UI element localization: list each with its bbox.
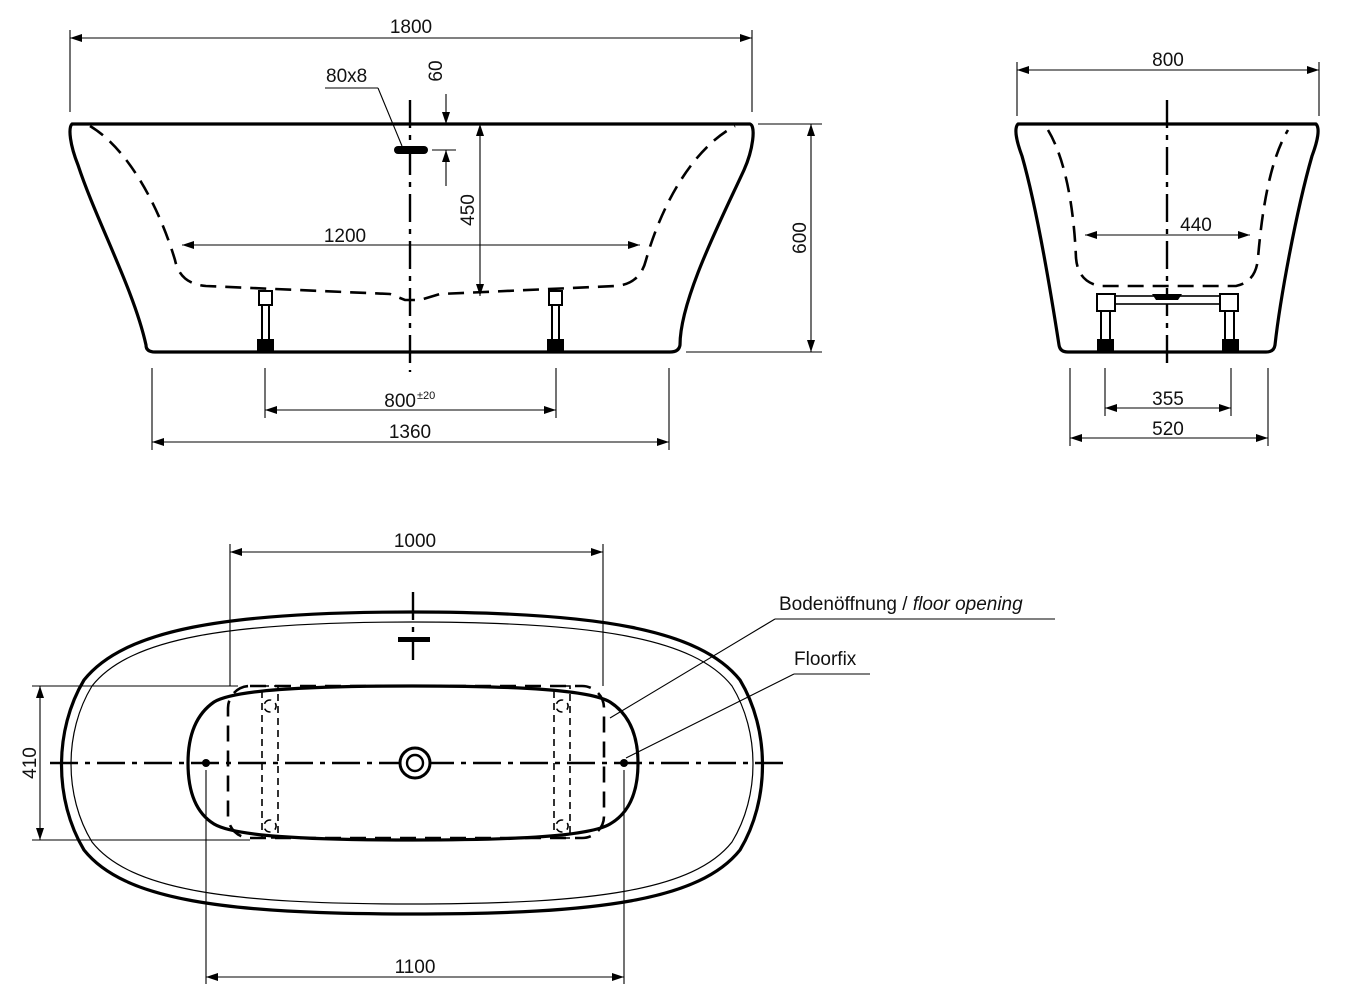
end-foot-right xyxy=(1219,293,1239,352)
overflow-slot xyxy=(394,146,428,154)
dim-overall-length: 1800 xyxy=(390,17,432,38)
dim-overflow-offset: 60 xyxy=(426,60,447,81)
side-foot-right xyxy=(547,290,564,352)
end-view-inner-basin xyxy=(1046,129,1290,288)
end-view: 800 440 355 520 xyxy=(1014,50,1320,446)
floorfix-point-right xyxy=(620,759,628,767)
dim-foot-tolerance: ±20 xyxy=(417,390,435,402)
plan-view-outer-rim xyxy=(59,610,765,916)
dim-end-foot-spacing: 355 xyxy=(1152,389,1184,410)
label-floorfix: Floorfix xyxy=(794,649,857,670)
dim-base-length: 1360 xyxy=(389,422,431,443)
side-view-outline xyxy=(68,122,755,354)
dim-opening-length: 1000 xyxy=(394,531,436,552)
dim-inner-length: 1200 xyxy=(324,226,366,247)
floorfix-point-left xyxy=(202,759,210,767)
dim-overflow-height: 450 xyxy=(458,194,479,226)
plan-view-basin xyxy=(186,684,640,842)
dim-opening-width: 410 xyxy=(20,747,41,779)
end-foot-left xyxy=(1096,293,1116,352)
dim-height: 600 xyxy=(790,222,811,254)
label-floor-opening: Bodenöffnung / floor opening xyxy=(779,594,1023,615)
side-view-inner-basin xyxy=(89,124,736,302)
dim-inner-width: 440 xyxy=(1180,215,1212,236)
plan-view: 1000 410 1100 Bodenöffnung / floor openi… xyxy=(20,531,1055,984)
dim-overall-width: 800 xyxy=(1152,50,1184,71)
dim-base-width: 520 xyxy=(1152,419,1184,440)
dim-foot-spacing: 800 xyxy=(384,391,416,412)
dim-floorfix-spacing: 1100 xyxy=(395,957,436,978)
dim-overflow-size: 80x8 xyxy=(326,66,367,87)
end-view-outline xyxy=(1014,122,1320,354)
side-foot-left xyxy=(257,290,274,352)
side-view: 1800 80x8 60 450 1200 600 800 ±20 1360 xyxy=(68,17,822,450)
